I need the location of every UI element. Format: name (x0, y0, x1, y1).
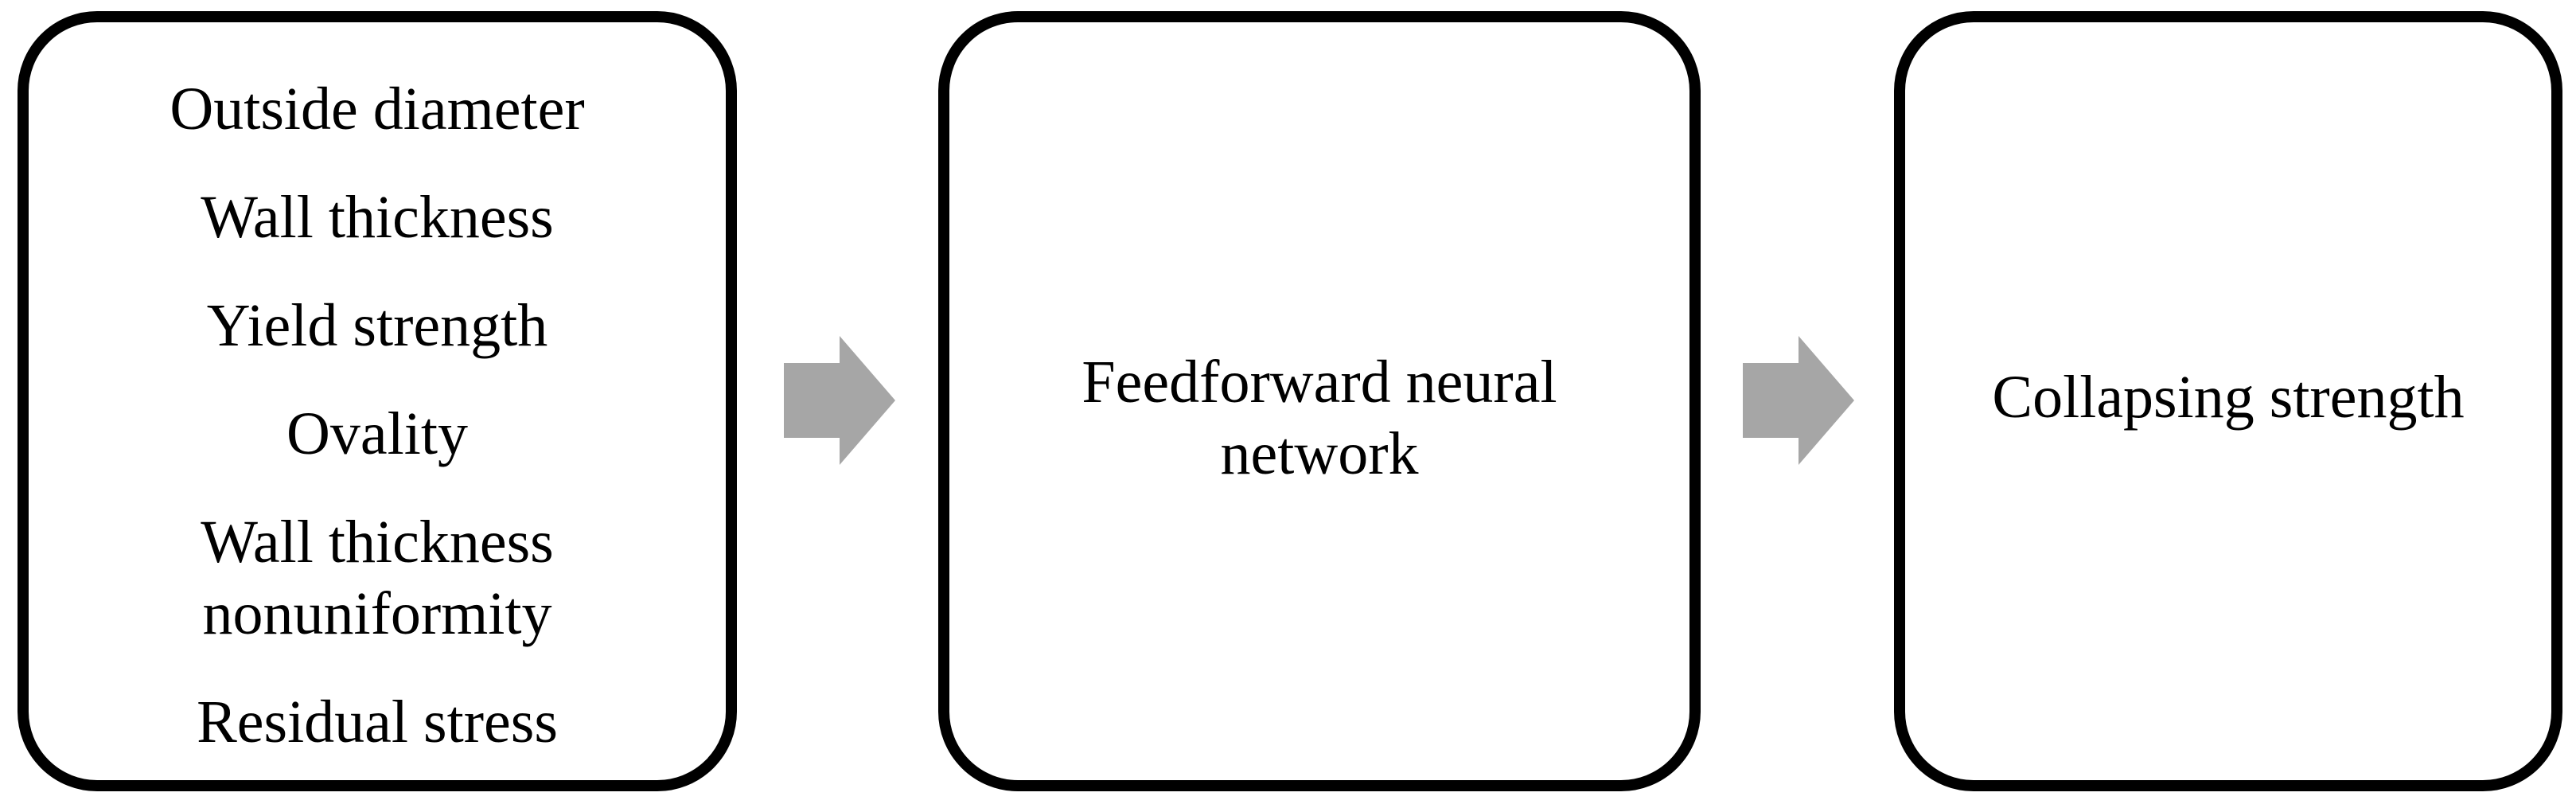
input-outside-diameter: Outside diameter (170, 76, 585, 142)
output-label: Collapsing strength (1992, 364, 2465, 431)
input-ovality: Ovality (286, 400, 468, 467)
input-wall-thickness: Wall thickness (201, 184, 554, 251)
neural-network-box: Feedforward neural network (938, 11, 1701, 791)
input-wall-thickness-nonuniformity-line2: nonuniformity (202, 580, 552, 647)
neural-network-label-line2: network (1220, 420, 1419, 487)
input-residual-stress: Residual stress (197, 689, 558, 755)
input-parameters-list: Outside diameter Wall thickness Yield st… (29, 22, 726, 780)
right-arrow-icon (784, 336, 895, 465)
right-arrow-icon (1743, 336, 1854, 465)
input-wall-thickness-nonuniformity-line1: Wall thickness (201, 509, 554, 576)
neural-network-label-line1: Feedforward neural (1081, 349, 1557, 416)
neural-network-label: Feedforward neural network (949, 334, 1689, 502)
input-yield-strength: Yield strength (206, 292, 548, 359)
input-parameters-box: Outside diameter Wall thickness Yield st… (18, 11, 737, 791)
output-box: Collapsing strength (1894, 11, 2562, 791)
